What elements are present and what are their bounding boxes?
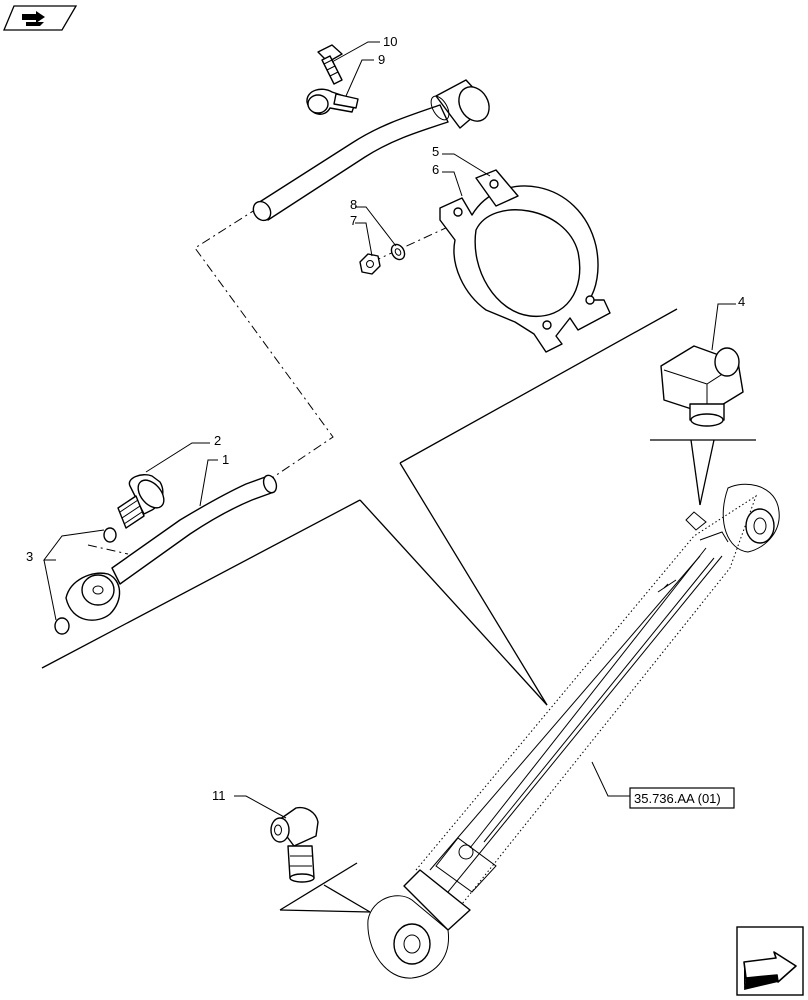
callout-4: 4 — [738, 294, 745, 309]
callout-10: 10 — [383, 34, 397, 49]
hydraulic-cylinder[interactable] — [367, 483, 780, 979]
reference-label[interactable]: 35.736.AA (01) — [634, 791, 721, 806]
pipe-clamp[interactable] — [306, 88, 359, 115]
callout-1: 1 — [222, 452, 229, 467]
o-ring-lower[interactable] — [54, 617, 70, 635]
callout-11: 11 — [212, 788, 226, 803]
view-divider-lines — [41, 308, 756, 913]
grease-fitting[interactable] — [270, 806, 319, 883]
callout-labels: 1 2 3 4 5 6 7 8 9 10 11 — [26, 34, 745, 803]
o-ring-upper[interactable] — [103, 527, 117, 543]
callout-3: 3 — [26, 549, 33, 564]
hydraulic-pipe-upper[interactable] — [250, 79, 495, 224]
callout-2: 2 — [214, 433, 221, 448]
clamp-bolt[interactable] — [317, 44, 343, 85]
next-page-arrow-icon[interactable] — [736, 926, 804, 996]
callout-7: 7 — [350, 213, 357, 228]
view-toggle-icon[interactable] — [3, 5, 78, 31]
callout-9: 9 — [378, 52, 385, 67]
callout-8: 8 — [350, 197, 357, 212]
callout-6: 6 — [432, 162, 439, 177]
assembly-path-line — [194, 207, 334, 479]
reference-link[interactable]: 35.736.AA (01) — [629, 787, 735, 809]
callout-leaders — [43, 41, 736, 819]
fitting-block[interactable] — [660, 345, 744, 427]
callout-5: 5 — [432, 144, 439, 159]
banjo-bolt[interactable] — [117, 474, 169, 529]
assembly-path-line-2 — [371, 225, 451, 263]
washer[interactable] — [389, 242, 407, 262]
hydraulic-pipe-lower[interactable] — [65, 473, 279, 621]
mounting-bracket[interactable] — [439, 169, 611, 353]
nut[interactable] — [359, 253, 381, 275]
assembly-path-line-3 — [87, 544, 129, 555]
